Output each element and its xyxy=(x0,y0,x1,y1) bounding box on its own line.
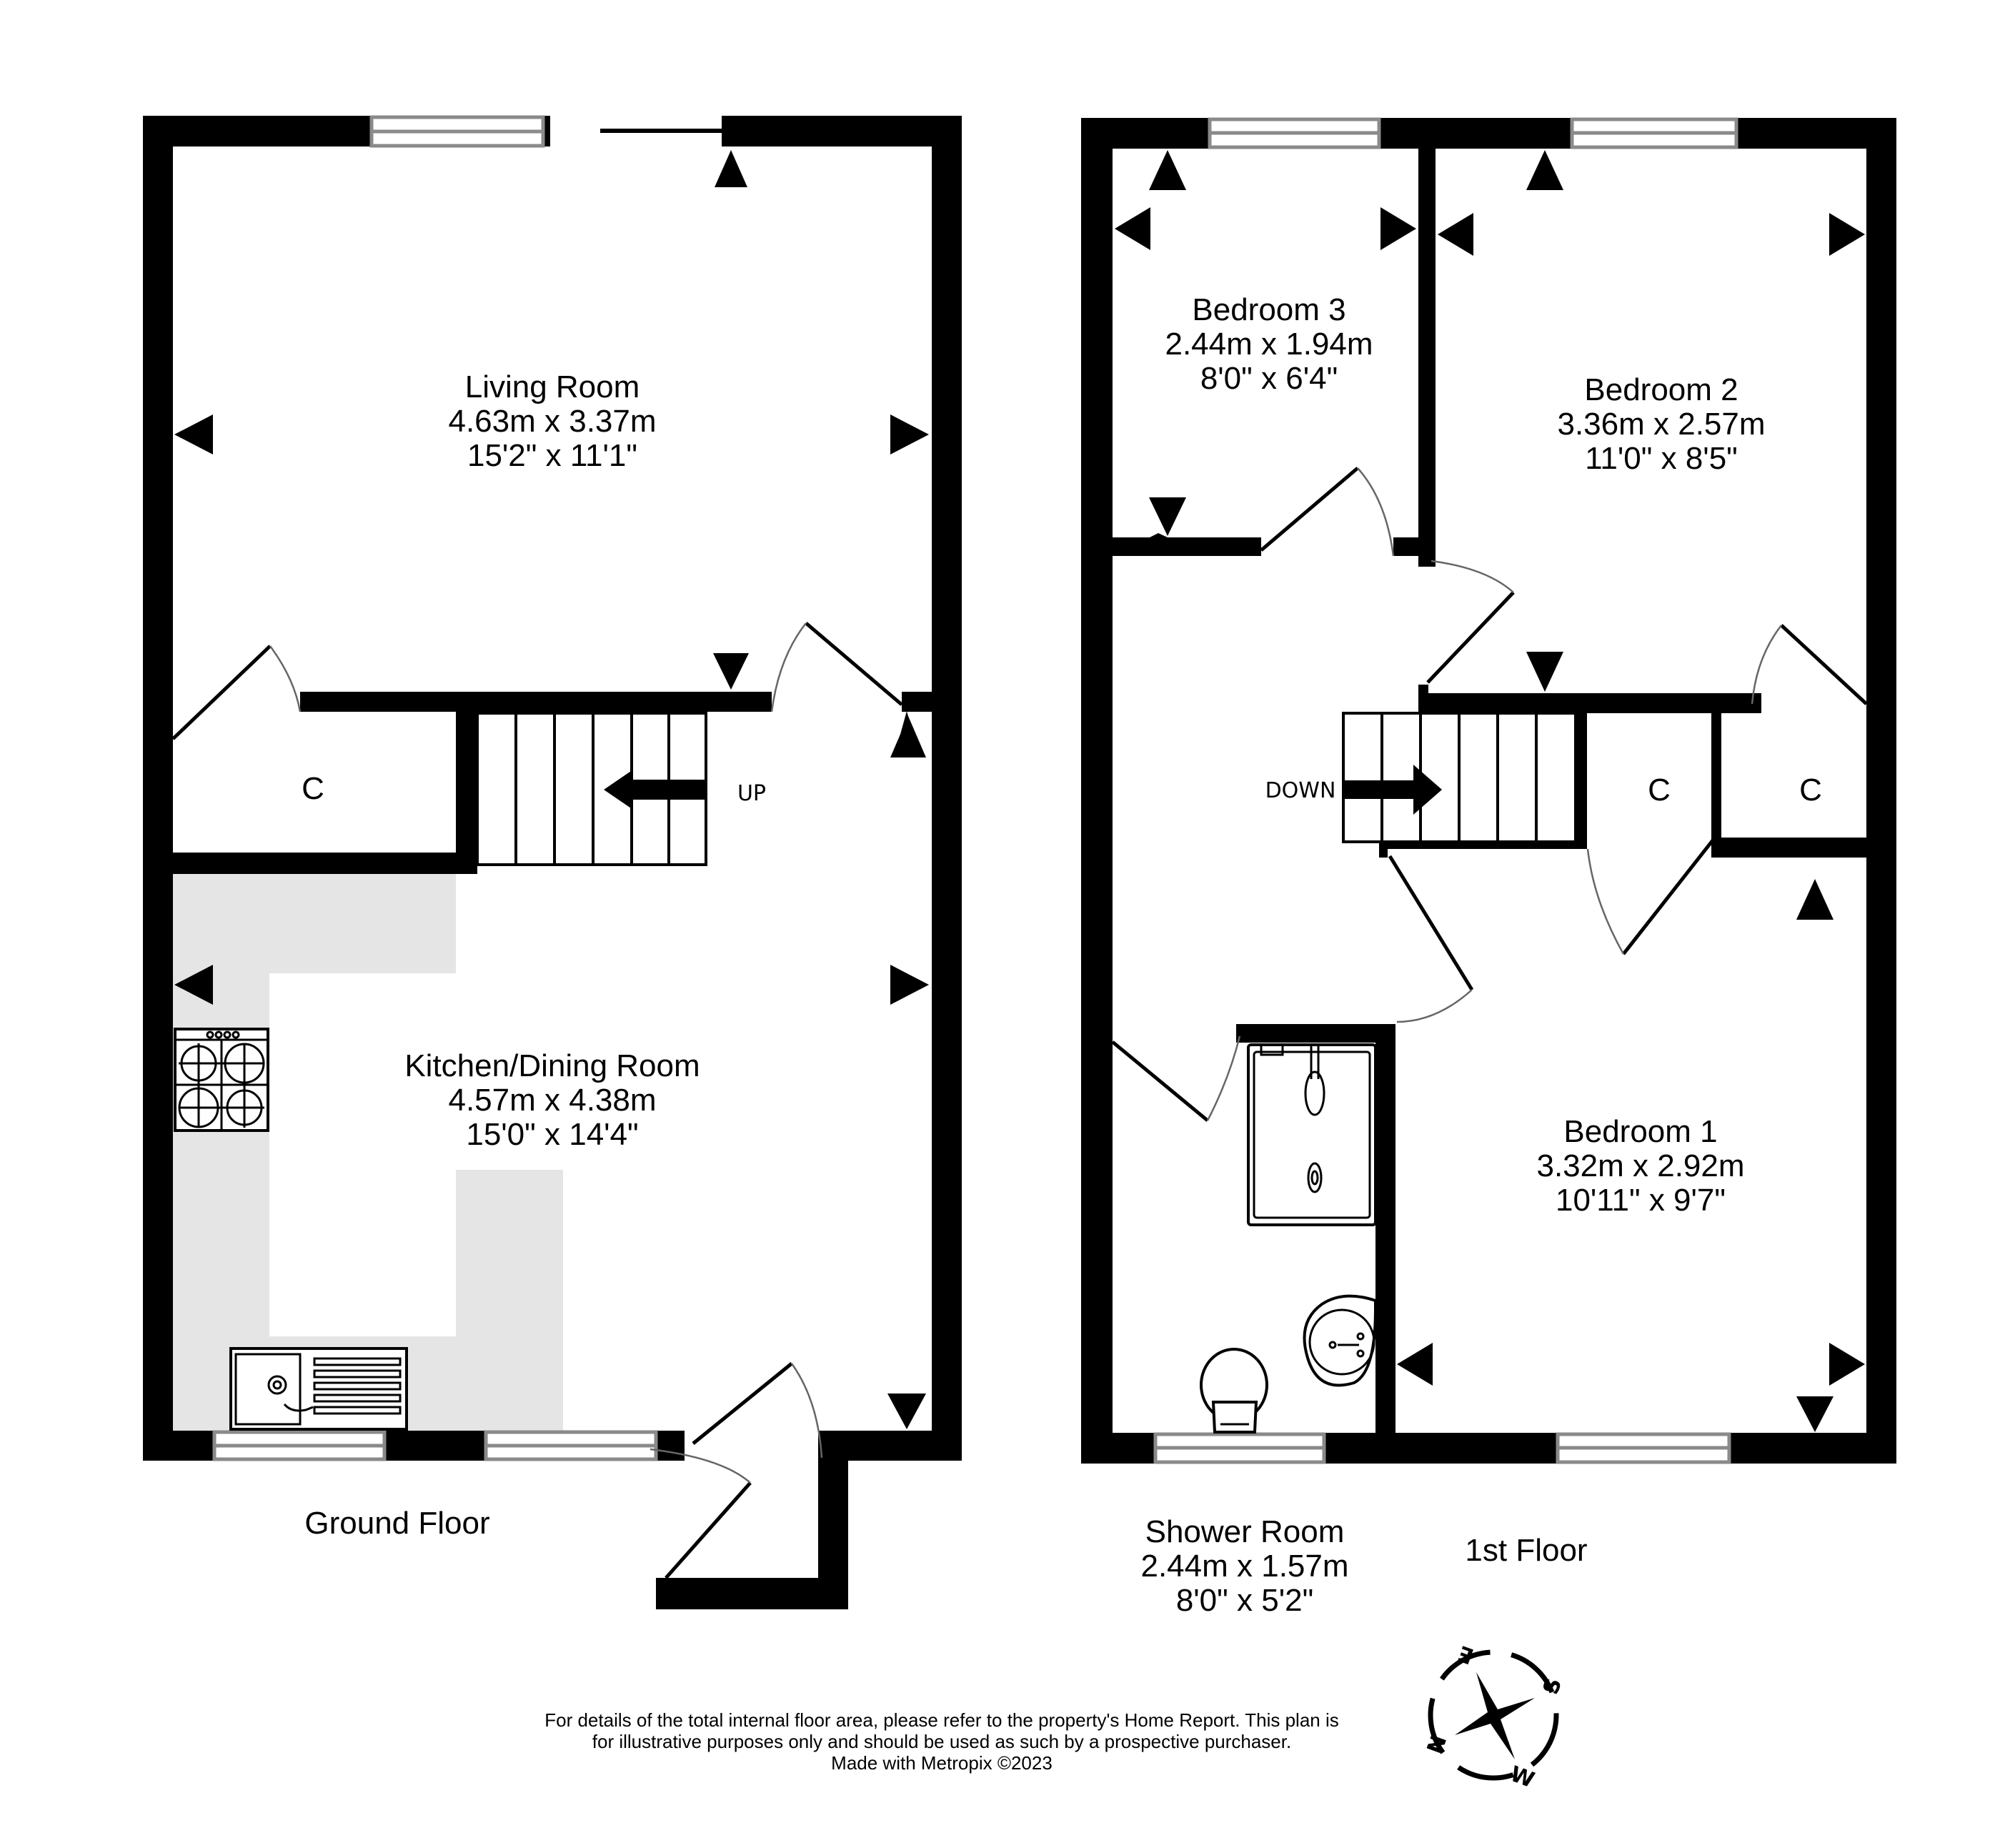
cupboard-label: C xyxy=(302,771,324,806)
toilet-icon xyxy=(1200,1348,1268,1434)
door-front xyxy=(650,1362,823,1579)
cupboard-label-right: C xyxy=(1799,773,1822,808)
view-markers-first xyxy=(1115,150,1865,1432)
compass-letter-n: N xyxy=(1421,1732,1450,1757)
door-bedroom-2 xyxy=(1426,560,1515,684)
ground-floor-walls xyxy=(143,116,962,1609)
door-bedroom-1 xyxy=(1388,855,1474,1023)
floor-label-ground: Ground Floor xyxy=(304,1506,489,1541)
shower-tray-icon xyxy=(1247,1043,1377,1226)
window-living-room xyxy=(369,115,545,148)
stairs-up-arrow xyxy=(604,770,706,810)
door-cupboard-middle xyxy=(1586,836,1716,955)
compass-letter-e: E xyxy=(1455,1640,1477,1669)
disclaimer-line-2: for illustrative purposes only and shoul… xyxy=(592,1731,1291,1752)
room-imperial-shower-room: 8'0" x 5'2" xyxy=(1176,1583,1313,1618)
room-name-bedroom-1: Bedroom 1 xyxy=(1563,1114,1717,1149)
basin-icon xyxy=(1303,1294,1377,1387)
room-imperial-kitchen: 15'0" x 14'4" xyxy=(466,1117,638,1152)
room-metric-bedroom-3: 2.44m x 1.94m xyxy=(1165,327,1373,362)
door-cupboard xyxy=(171,645,302,740)
window-shower-room xyxy=(1153,1432,1326,1464)
door-cupboard-right-top xyxy=(1751,624,1868,705)
first-floor: Bedroom 3 2.44m x 1.94m 8'0" x 6'4" Bedr… xyxy=(1081,117,1896,1618)
room-imperial-bedroom-2: 11'0" x 8'5" xyxy=(1585,441,1738,476)
compass-icon: E S N W xyxy=(1421,1640,1567,1793)
disclaimer: For details of the total internal floor … xyxy=(544,1709,1339,1774)
room-imperial-bedroom-3: 8'0" x 6'4" xyxy=(1200,361,1338,396)
disclaimer-line-3: Made with Metropix ©2023 xyxy=(831,1752,1053,1774)
room-name-living-room: Living Room xyxy=(465,369,640,404)
first-floor-walls xyxy=(1081,118,1896,1464)
room-metric-shower-room: 2.44m x 1.57m xyxy=(1140,1549,1348,1584)
room-metric-bedroom-1: 3.32m x 2.92m xyxy=(1536,1148,1744,1183)
stairs-down-arrow xyxy=(1345,765,1442,815)
floor-label-first: 1st Floor xyxy=(1465,1533,1587,1568)
room-name-shower-room: Shower Room xyxy=(1145,1514,1345,1549)
door-bedroom-3 xyxy=(1260,467,1395,557)
room-metric-kitchen: 4.57m x 4.38m xyxy=(448,1083,656,1118)
kitchen-worktop xyxy=(173,873,563,1431)
stairs-up-label: UP xyxy=(737,781,766,806)
disclaimer-line-1: For details of the total internal floor … xyxy=(544,1709,1339,1731)
room-metric-living-room: 4.63m x 3.37m xyxy=(448,404,656,439)
view-markers-ground xyxy=(174,150,929,1429)
stairs-down-label: DOWN xyxy=(1265,778,1336,803)
room-imperial-bedroom-1: 10'11" x 9'7" xyxy=(1556,1183,1726,1218)
hob-icon xyxy=(174,1028,269,1132)
stairs-first xyxy=(1342,712,1577,843)
door-living-kitchen xyxy=(770,622,903,712)
ground-floor: Living Room 4.63m x 3.37m 15'2" x 11'1" … xyxy=(143,115,962,1609)
compass-letter-s: S xyxy=(1538,1675,1567,1698)
window-kitchen-left xyxy=(212,1430,387,1461)
window-bedroom-1 xyxy=(1556,1432,1731,1464)
room-metric-bedroom-2: 3.36m x 2.57m xyxy=(1557,407,1765,442)
compass-letter-w: W xyxy=(1507,1762,1538,1793)
room-name-kitchen: Kitchen/Dining Room xyxy=(404,1048,700,1083)
door-shower-room xyxy=(1111,1035,1241,1122)
room-name-bedroom-3: Bedroom 3 xyxy=(1192,292,1345,327)
cupboard-label-middle: C xyxy=(1648,773,1671,808)
stairs-ground xyxy=(476,712,707,866)
window-kitchen-right xyxy=(484,1430,658,1461)
room-name-bedroom-2: Bedroom 2 xyxy=(1584,372,1738,407)
sink-icon xyxy=(229,1347,408,1431)
window-bedroom-2 xyxy=(1570,117,1738,149)
room-imperial-living-room: 15'2" x 11'1" xyxy=(467,438,637,473)
window-bedroom-3 xyxy=(1208,117,1381,149)
